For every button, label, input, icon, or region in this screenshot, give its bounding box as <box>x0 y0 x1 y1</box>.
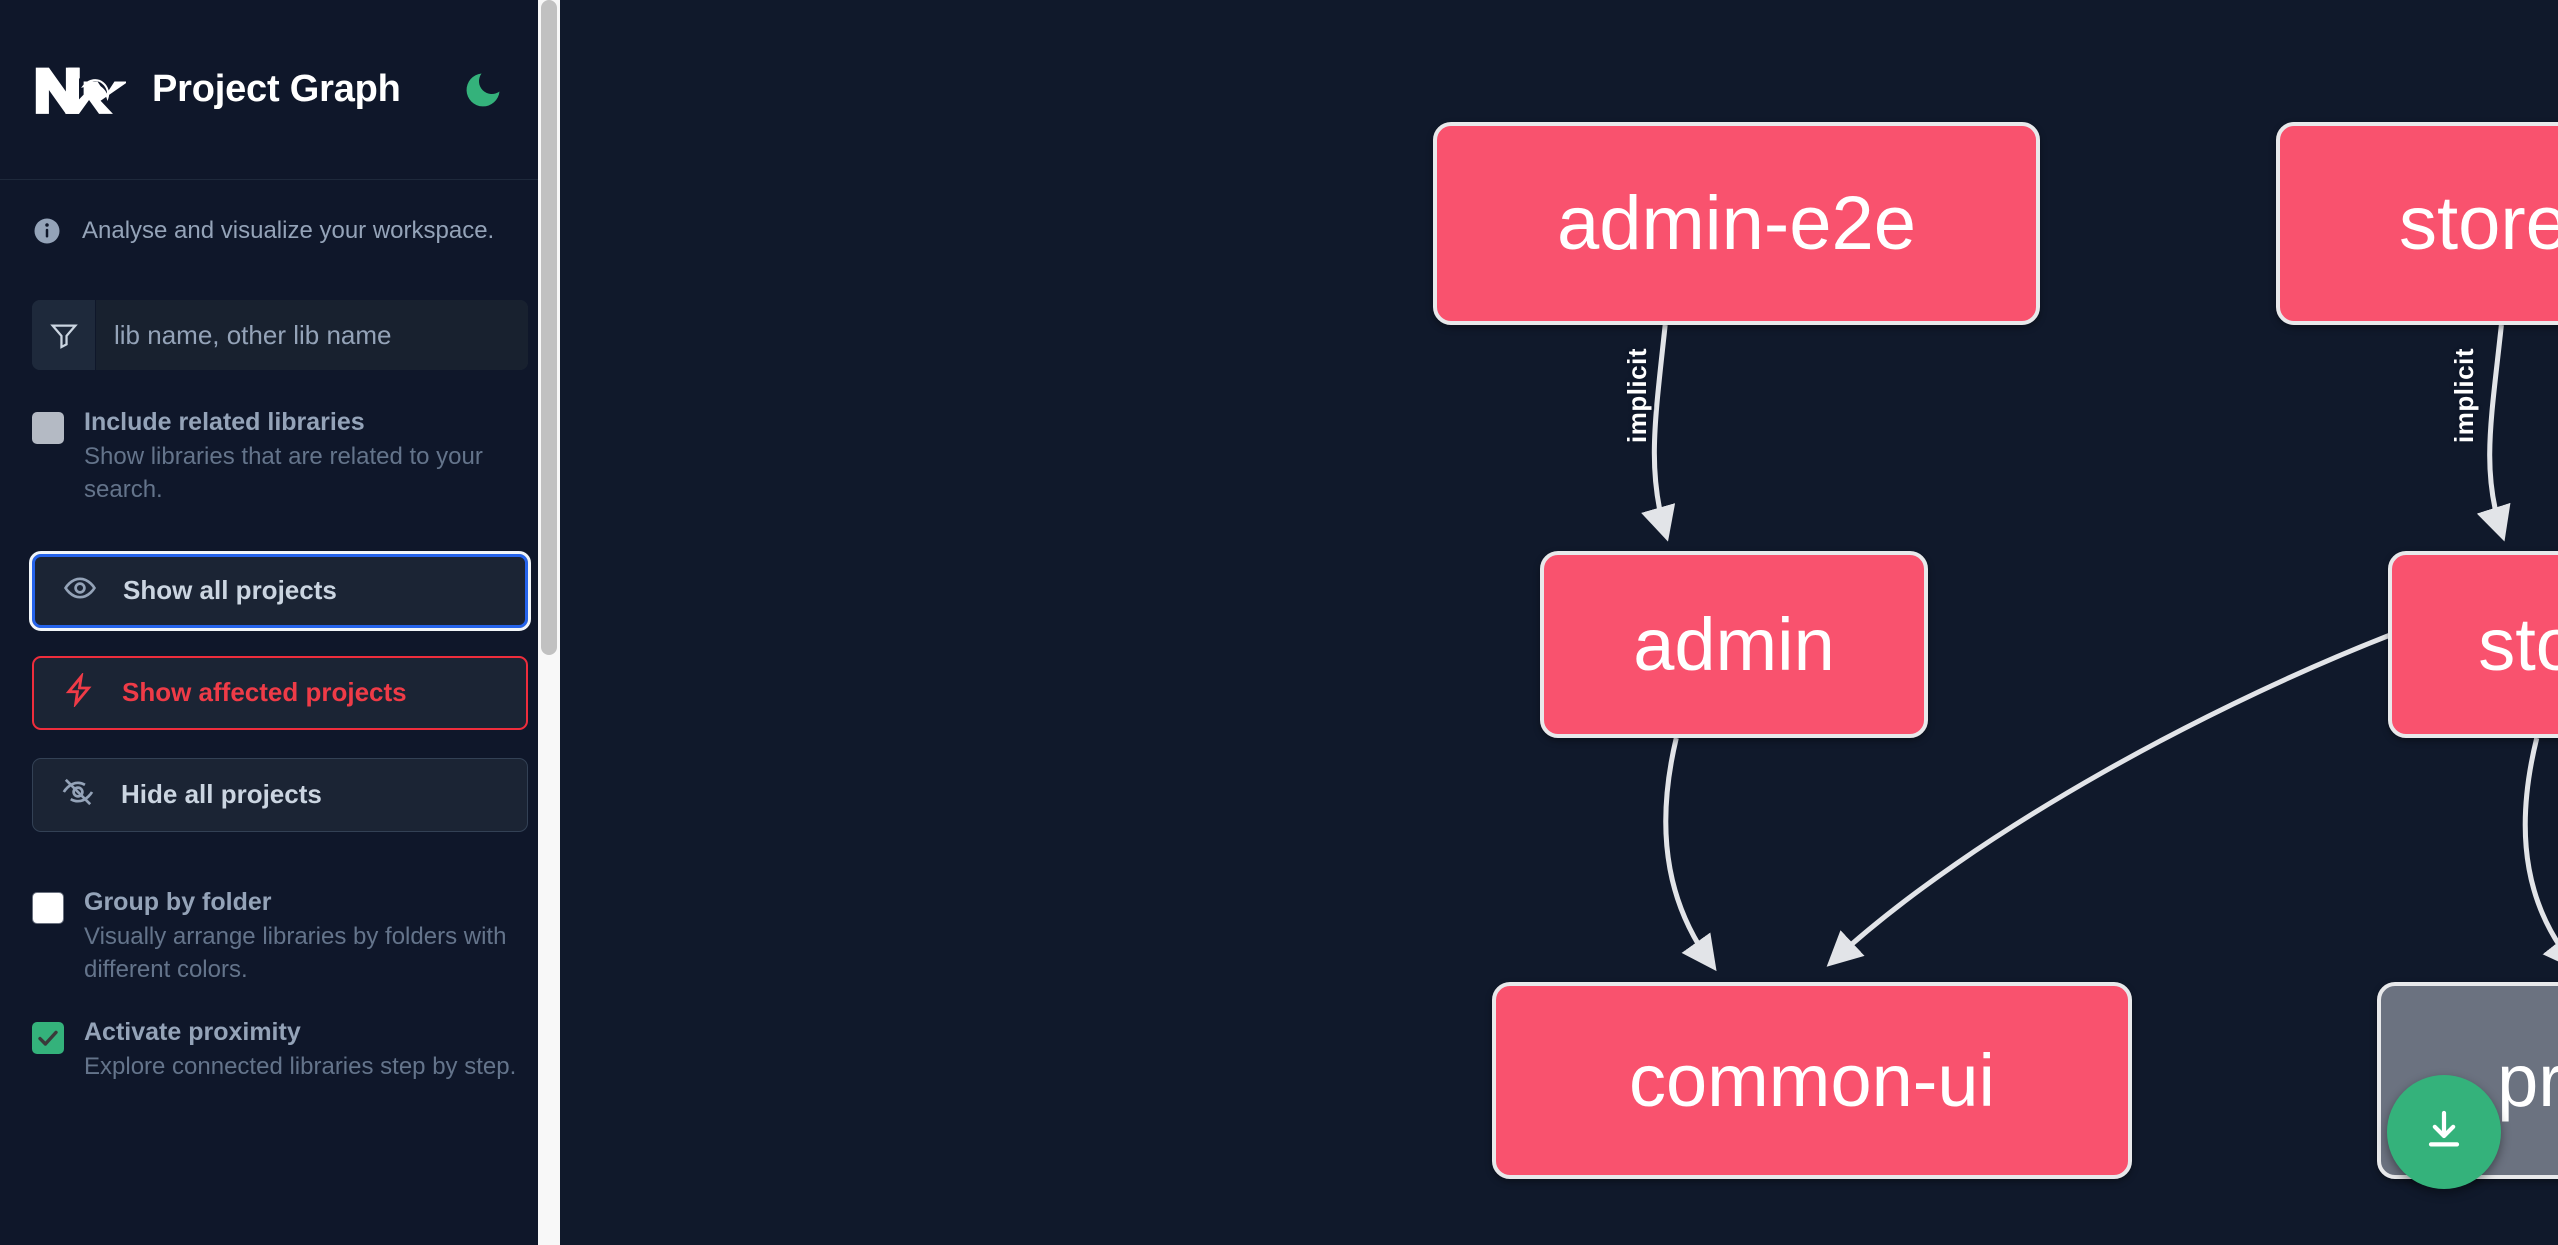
download-graph-button[interactable] <box>2387 1075 2501 1189</box>
graph-node-admin[interactable]: admin <box>1540 551 1928 738</box>
show-affected-projects-button[interactable]: Show affected projects <box>32 655 528 730</box>
node-label: store <box>2478 603 2558 686</box>
graph-node-admin-e2e[interactable]: admin-e2e <box>1433 122 2040 325</box>
option-include-related-libraries[interactable]: Include related libraries Show libraries… <box>32 406 528 506</box>
sidebar: Project Graph Analyse and visualize your… <box>0 0 560 1245</box>
node-label: admin-e2e <box>1556 181 1917 266</box>
graph-node-common-ui[interactable]: common-ui <box>1492 982 2132 1179</box>
hide-all-projects-label: Hide all projects <box>121 779 322 810</box>
hide-all-projects-button[interactable]: Hide all projects <box>32 757 528 832</box>
option-label: Include related libraries <box>84 408 365 436</box>
graph-canvas[interactable]: implicit implicit admin-e2e store-e2e ad… <box>560 0 2558 1245</box>
moon-icon[interactable] <box>461 68 505 112</box>
sidebar-scrollbar[interactable] <box>538 0 560 1245</box>
option-group-by-folder[interactable]: Group by folder Visually arrange librari… <box>32 886 528 986</box>
node-label: store-e2e <box>2398 181 2558 266</box>
show-all-projects-button[interactable]: Show all projects <box>29 550 531 631</box>
info-icon <box>32 216 62 246</box>
edge-label-implicit-store: implicit <box>2449 348 2479 444</box>
analyse-banner: Analyse and visualize your workspace. <box>0 180 560 256</box>
search-input[interactable] <box>96 300 528 370</box>
option-label: Group by folder <box>84 887 272 916</box>
option-activate-proximity[interactable]: Activate proximity Explore connected lib… <box>32 1016 528 1083</box>
activate-proximity-checkbox[interactable] <box>32 1021 64 1054</box>
option-description: Explore connected libraries step by step… <box>84 1052 517 1080</box>
sidebar-scrollbar-thumb[interactable] <box>541 0 557 655</box>
edge-label-implicit-admin: implicit <box>1622 348 1652 444</box>
download-icon <box>2420 1106 2468 1159</box>
eye-icon <box>63 571 97 610</box>
show-all-projects-label: Show all projects <box>123 575 337 606</box>
option-description: Visually arrange libraries by folders wi… <box>84 922 507 983</box>
eye-off-icon <box>61 775 95 814</box>
graph-node-store-e2e[interactable]: store-e2e <box>2276 122 2558 325</box>
group-by-folder-checkbox[interactable] <box>32 891 64 924</box>
lightning-icon <box>62 672 96 712</box>
page-title: Project Graph <box>152 68 401 110</box>
nx-logo-icon <box>32 63 129 117</box>
node-label: products <box>2497 1039 2558 1122</box>
node-label: admin <box>1633 603 1835 686</box>
include-related-libraries-checkbox[interactable] <box>32 412 64 444</box>
node-label: common-ui <box>1629 1039 1995 1122</box>
sidebar-header: Project Graph <box>0 0 560 180</box>
show-affected-projects-label: Show affected projects <box>122 677 407 708</box>
option-description: Show libraries that are related to your … <box>84 442 483 503</box>
graph-node-store[interactable]: store <box>2388 551 2558 738</box>
filter-bar <box>32 300 528 370</box>
analyse-text: Analyse and visualize your workspace. <box>82 217 495 244</box>
funnel-filter-icon <box>32 300 96 370</box>
option-label: Activate proximity <box>84 1017 301 1046</box>
